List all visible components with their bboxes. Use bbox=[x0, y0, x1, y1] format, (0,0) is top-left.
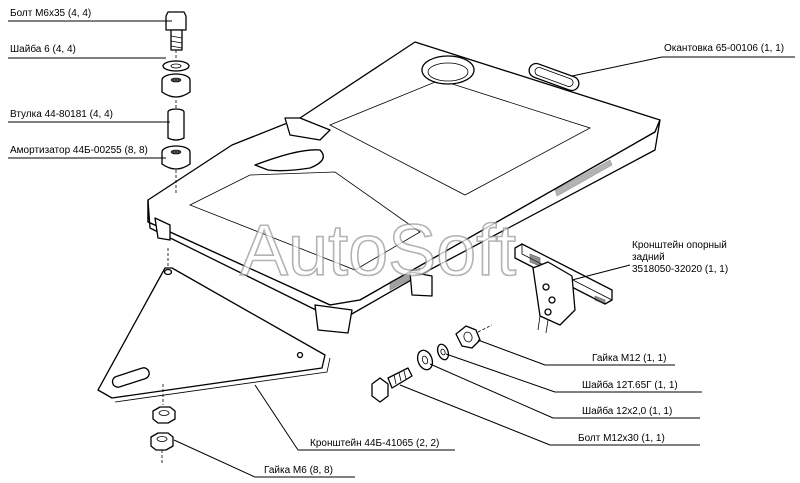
label-washer-12x2: Шайба 12х2,0 (1, 1) bbox=[582, 405, 672, 417]
rear-support-bracket bbox=[514, 243, 613, 334]
part-labels: Болт М6х35 (4, 4) Шайба 6 (4, 4) Втулка … bbox=[10, 8, 784, 476]
leader-lines bbox=[8, 20, 795, 478]
label-washer-6: Шайба 6 (4, 4) bbox=[10, 43, 76, 55]
label-nut-m12: Гайка М12 (1, 1) bbox=[592, 353, 667, 364]
label-rear-bracket-line1: Кронштейн опорный bbox=[632, 240, 727, 251]
shock-absorber-upper bbox=[161, 73, 191, 98]
label-bushing: Втулка 44-80181 (4, 4) bbox=[10, 109, 113, 120]
label-bolt-m12x30: Болт М12х30 (1, 1) bbox=[578, 433, 665, 444]
edging-slot bbox=[528, 62, 580, 92]
washer-12x2 bbox=[416, 349, 434, 371]
cover-plate bbox=[147, 41, 661, 334]
label-edging: Окантовка 65-00106 (1, 1) bbox=[664, 43, 784, 54]
nut-m12 bbox=[455, 324, 493, 349]
label-shock-absorber: Амортизатор 44Б-00255 (8, 8) bbox=[10, 145, 148, 156]
bracket-44b-41065 bbox=[97, 248, 331, 405]
label-bracket-44b: Кронштейн 44Б-41065 (2, 2) bbox=[310, 438, 439, 449]
washer-12t bbox=[436, 343, 450, 361]
watermark: AutoSoft bbox=[240, 211, 516, 291]
bolt-m12x30 bbox=[371, 367, 413, 403]
shock-absorber-lower bbox=[161, 145, 191, 195]
label-rear-bracket-line2: задний bbox=[632, 252, 665, 263]
label-bolt-m6x35: Болт М6х35 (4, 4) bbox=[10, 8, 91, 19]
washer-6 bbox=[162, 60, 190, 72]
bolt-m6x35 bbox=[165, 11, 187, 66]
label-rear-bracket-line3: 3518050-32020 (1, 1) bbox=[632, 264, 728, 275]
nut-m6-lower bbox=[150, 432, 174, 465]
bushing bbox=[167, 100, 185, 141]
label-nut-m6: Гайка М6 (8, 8) bbox=[264, 465, 333, 476]
nut-m6-upper bbox=[152, 406, 176, 424]
label-washer-12t: Шайба 12Т.65Г (1, 1) bbox=[582, 379, 678, 391]
